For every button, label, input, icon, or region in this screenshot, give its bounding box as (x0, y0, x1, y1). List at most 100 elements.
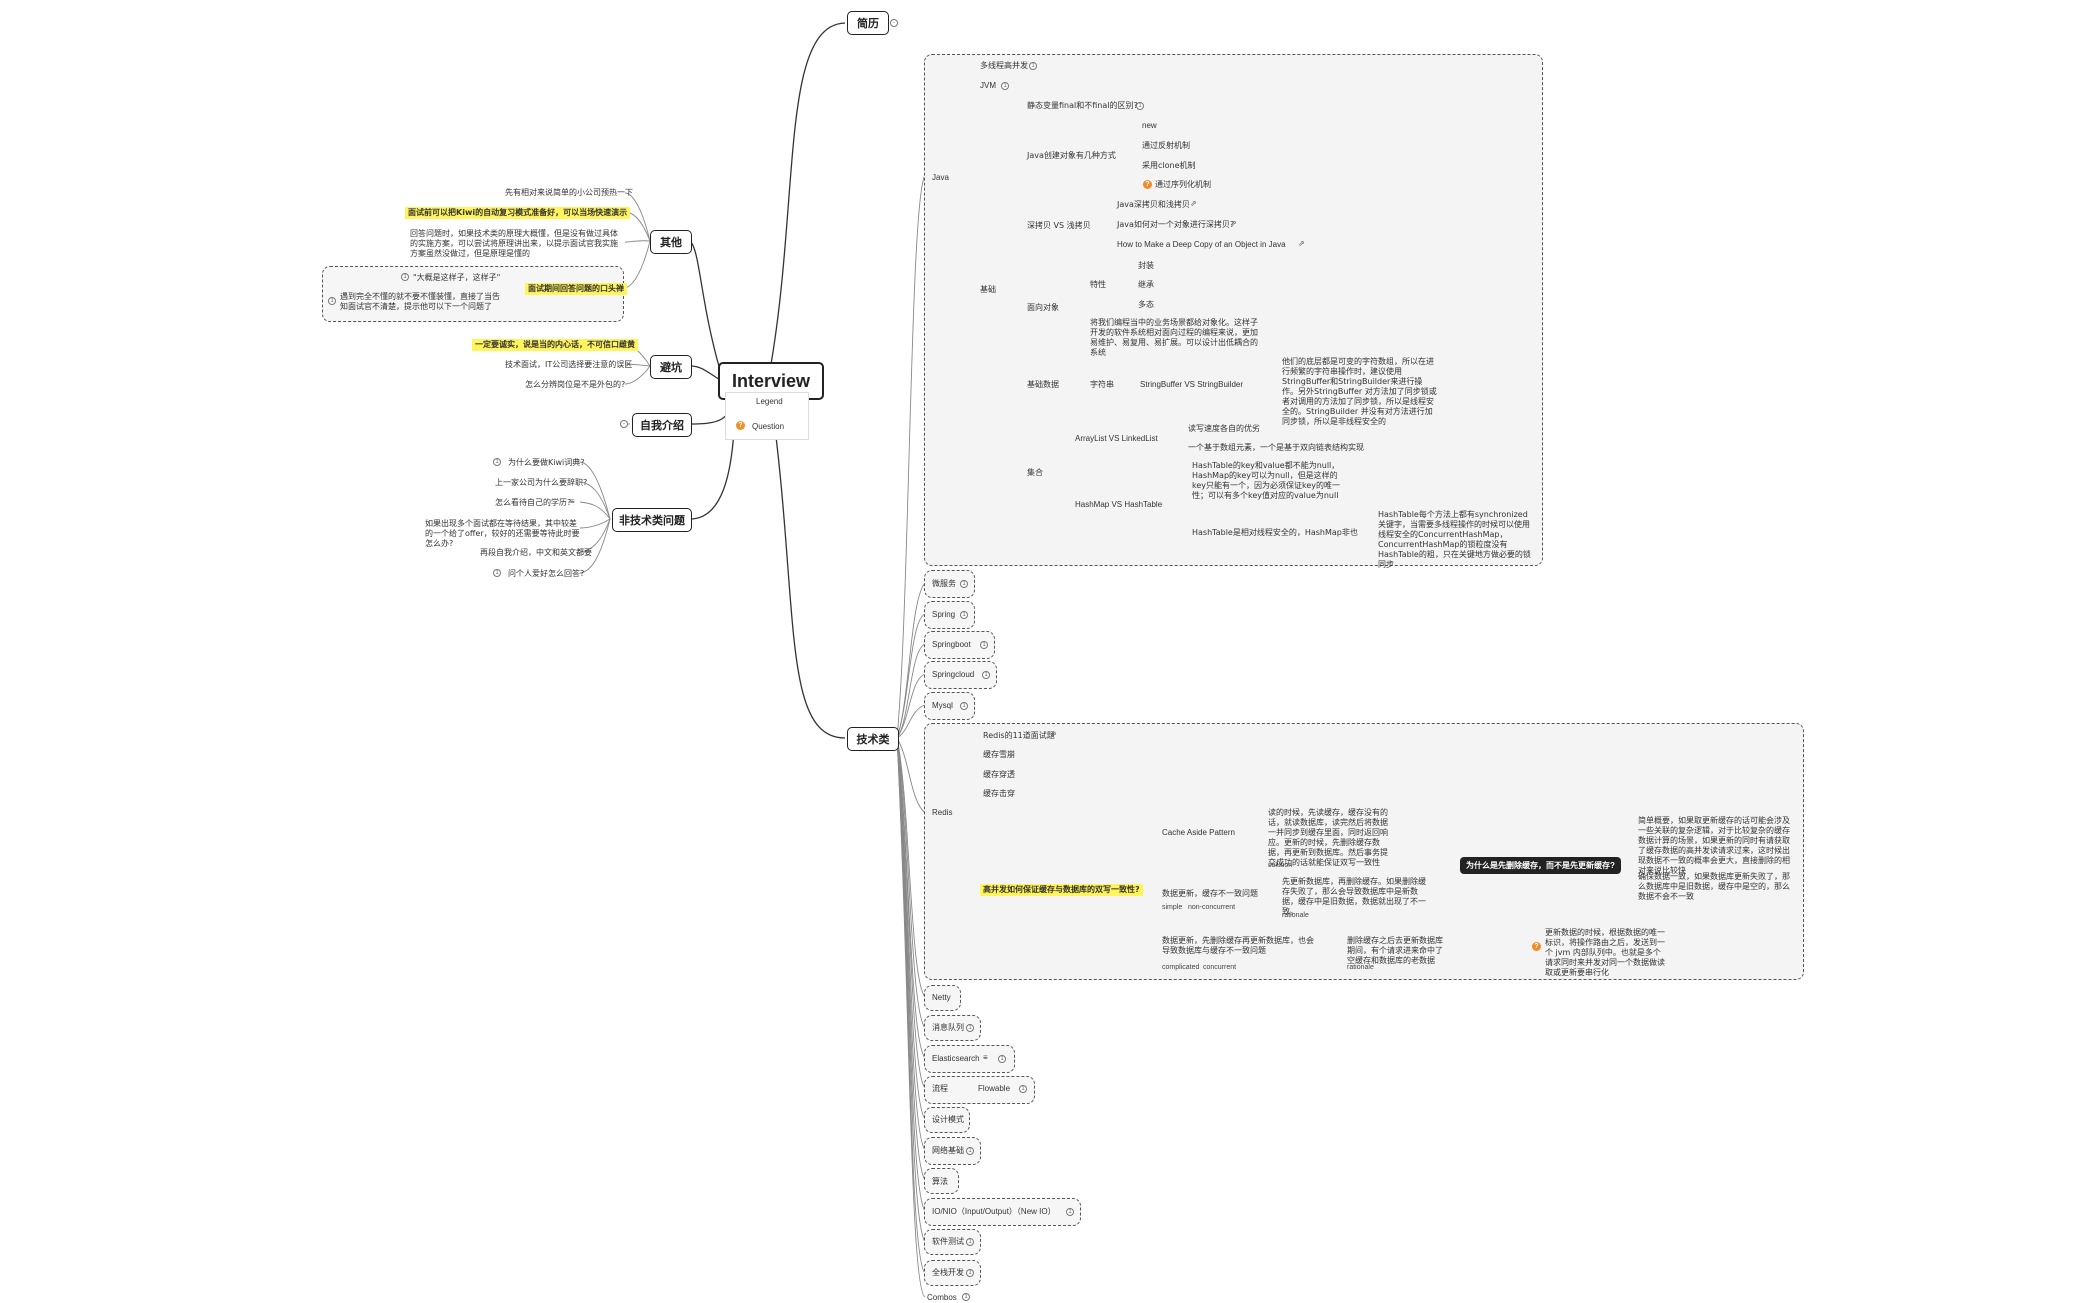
topic-collection[interactable]: 集合 (1027, 468, 1043, 477)
topic-copy-link[interactable]: Java如何对一个对象进行深拷贝? (1117, 220, 1235, 229)
topic-basic[interactable]: 基础 (980, 285, 996, 294)
topic-flowable[interactable]: Flowable (978, 1084, 1011, 1093)
topic-copy-link[interactable]: Java深拷贝和浅拷贝 (1117, 200, 1190, 209)
branch-design-patterns[interactable]: 设计模式 (932, 1115, 964, 1124)
collapse-icon[interactable]: 1 (493, 569, 501, 577)
nontech-item: 为什么要做Kiwi词典? (508, 458, 585, 467)
branch-elasticsearch[interactable]: Elasticsearch (932, 1054, 980, 1063)
tag-label: rationale (1282, 912, 1309, 919)
topic-create-serial: 通过序列化机制 (1155, 180, 1211, 189)
topic-multithread[interactable]: 多线程高并发 (980, 61, 1028, 70)
branch-box-mysql (924, 692, 975, 720)
external-link-icon[interactable]: ⇗ (1190, 199, 1197, 208)
collapse-icon[interactable]: 1 (966, 1024, 974, 1032)
topic-copy[interactable]: 深拷贝 VS 浅拷贝 (1027, 221, 1091, 230)
branch-box-design (924, 1107, 970, 1133)
collapse-icon[interactable]: - (620, 420, 628, 428)
collapse-icon[interactable]: 1 (1019, 1085, 1027, 1093)
other-item-highlight: 面试期间回答问题的口头禅 (525, 283, 627, 295)
collapse-icon[interactable]: 1 (960, 611, 968, 619)
branch-spring[interactable]: Spring (932, 610, 956, 619)
node-tech[interactable]: 技术类 (847, 727, 899, 751)
collapse-icon[interactable]: 1 (493, 458, 501, 466)
topic-string[interactable]: 字符串 (1090, 380, 1114, 389)
branch-mysql[interactable]: Mysql (932, 701, 953, 710)
branch-netty[interactable]: Netty (932, 993, 951, 1002)
other-subitem: 遇到完全不懂的就不要不懂装懂，直接了当告知面试官不清楚，提示他可以下一个问题了 (340, 292, 500, 311)
topic-delete[interactable]: 数据更新，先删除缓存再更新数据库，也会导致数据库与缓存不一致问题 (1162, 936, 1314, 955)
collapse-icon[interactable]: 1 (966, 1238, 974, 1246)
topic-redis-link[interactable]: Redis的11道面试题 (983, 731, 1055, 740)
topic-jvm[interactable]: JVM (980, 81, 996, 90)
topic-update[interactable]: 数据更新，缓存不一致问题 (1162, 889, 1258, 898)
collapse-icon[interactable]: 1 (401, 273, 409, 281)
collapse-icon[interactable]: 1 (998, 1055, 1006, 1063)
topic-trait-item: 封装 (1138, 261, 1154, 270)
tag-label: simple (1162, 904, 1183, 911)
branch-testing[interactable]: 软件测试 (932, 1237, 964, 1246)
topic-static-final[interactable]: 静态变量final和不final的区别? (1027, 101, 1138, 110)
node-avoid[interactable]: 避坑 (650, 355, 692, 379)
topic-al-item: 读写速度各自的优劣 (1188, 424, 1260, 433)
branch-box-spring (924, 601, 975, 629)
branch-algorithm[interactable]: 算法 (932, 1177, 948, 1186)
legend-question: Question (752, 422, 785, 431)
topic-redis[interactable]: Redis (932, 808, 953, 817)
collapse-icon[interactable]: 1 (960, 702, 968, 710)
topic-trait[interactable]: 特性 (1090, 280, 1106, 289)
external-link-icon[interactable]: ⇗ (1230, 219, 1237, 228)
branch-springcloud[interactable]: Springcloud (932, 670, 975, 679)
branch-fullstack[interactable]: 全栈开发 (932, 1268, 964, 1277)
topic-al-ll[interactable]: ArrayList VS LinkedList (1075, 434, 1158, 443)
node-nontech[interactable]: 非技术类问题 (612, 508, 692, 532)
branch-network[interactable]: 网络基础 (932, 1146, 964, 1155)
collapse-icon[interactable]: 1 (1066, 1208, 1074, 1216)
node-intro[interactable]: 自我介绍 (632, 413, 692, 437)
topic-datatype[interactable]: 基础数据 (1027, 380, 1059, 389)
branch-combos[interactable]: Combos (927, 1293, 957, 1302)
topic-cap-desc: 读的时候，先读缓存，缓存没有的话，就读数据库，读完然后将数据一并同步到缓存里面，… (1268, 808, 1388, 867)
note-icon: ≡ (570, 497, 575, 506)
branch-springboot[interactable]: Springboot (932, 640, 971, 649)
topic-cache-aside[interactable]: Cache Aside Pattern (1162, 828, 1235, 837)
node-resume[interactable]: 简历 (847, 11, 889, 35)
node-other[interactable]: 其他 (650, 230, 692, 254)
collapse-icon[interactable]: 1 (982, 671, 990, 679)
collapse-icon[interactable]: 1 (960, 580, 968, 588)
branch-mq[interactable]: 消息队列 (932, 1023, 964, 1032)
topic-copy-link[interactable]: How to Make a Deep Copy of an Object in … (1117, 240, 1286, 249)
tag-label: complicated (1162, 964, 1200, 971)
branch-box-springcloud (924, 661, 997, 689)
collapse-icon[interactable]: 1 (966, 1269, 974, 1277)
topic-oop[interactable]: 面向对象 (1027, 303, 1059, 312)
branch-io[interactable]: IO/NIO（Input/Output）（New IO） (932, 1207, 1056, 1216)
branch-box-netty (924, 985, 961, 1011)
nontech-item: 再段自我介绍，中文和英文都要 (480, 548, 592, 557)
branch-microservice[interactable]: 微服务 (932, 579, 956, 588)
collapse-icon[interactable]: 1 (980, 641, 988, 649)
topic-consistency[interactable]: 高并发如何保证缓存与数据库的双写一致性? (980, 884, 1143, 896)
topic-hashmap[interactable]: HashMap VS HashTable (1075, 500, 1163, 509)
collapse-icon[interactable]: 1 (966, 1147, 974, 1155)
collapse-icon[interactable]: 1 (1136, 102, 1144, 110)
nontech-item: 问个人爱好怎么回答? (508, 569, 585, 578)
topic-sb[interactable]: StringBuffer VS StringBuilder (1140, 380, 1244, 389)
topic-redis-item: 缓存雪崩 (983, 750, 1015, 759)
collapse-icon[interactable]: 1 (328, 297, 336, 305)
external-link-icon[interactable]: ⇗ (1050, 730, 1057, 739)
topic-why-delete[interactable]: 为什么是先删除缓存，而不是先更新缓存? (1460, 857, 1621, 874)
collapse-icon[interactable]: 1 (1029, 62, 1037, 70)
avoid-item: 怎么分辨岗位是不是外包的? (525, 380, 626, 389)
external-link-icon[interactable]: ⇗ (1298, 239, 1305, 248)
topic-hm-item: HashTable的key和value都不能为null，HashMap的key可… (1192, 461, 1341, 500)
collapse-icon[interactable]: 1 (1001, 82, 1009, 90)
topic-al-item: 一个基于数组元素，一个是基于双向链表结构实现 (1188, 443, 1364, 452)
branch-flow[interactable]: 流程 (932, 1084, 948, 1093)
topic-java[interactable]: Java (932, 173, 949, 182)
topic-create-object[interactable]: Java创建对象有几种方式 (1027, 151, 1116, 160)
topic-delete-answer: 更新数据的时候，根据数据的唯一标识，将操作路由之后，发送到一个 jvm 内部队列… (1545, 928, 1665, 977)
topic-create-reflect: 通过反射机制 (1142, 141, 1190, 150)
legend: Legend ? Question (725, 392, 809, 440)
collapse-icon[interactable]: - (890, 19, 898, 27)
topic-update-desc: 先更新数据库，再删除缓存。如果删除缓存失败了，那么会导致数据库中是新数据，缓存中… (1282, 877, 1426, 916)
